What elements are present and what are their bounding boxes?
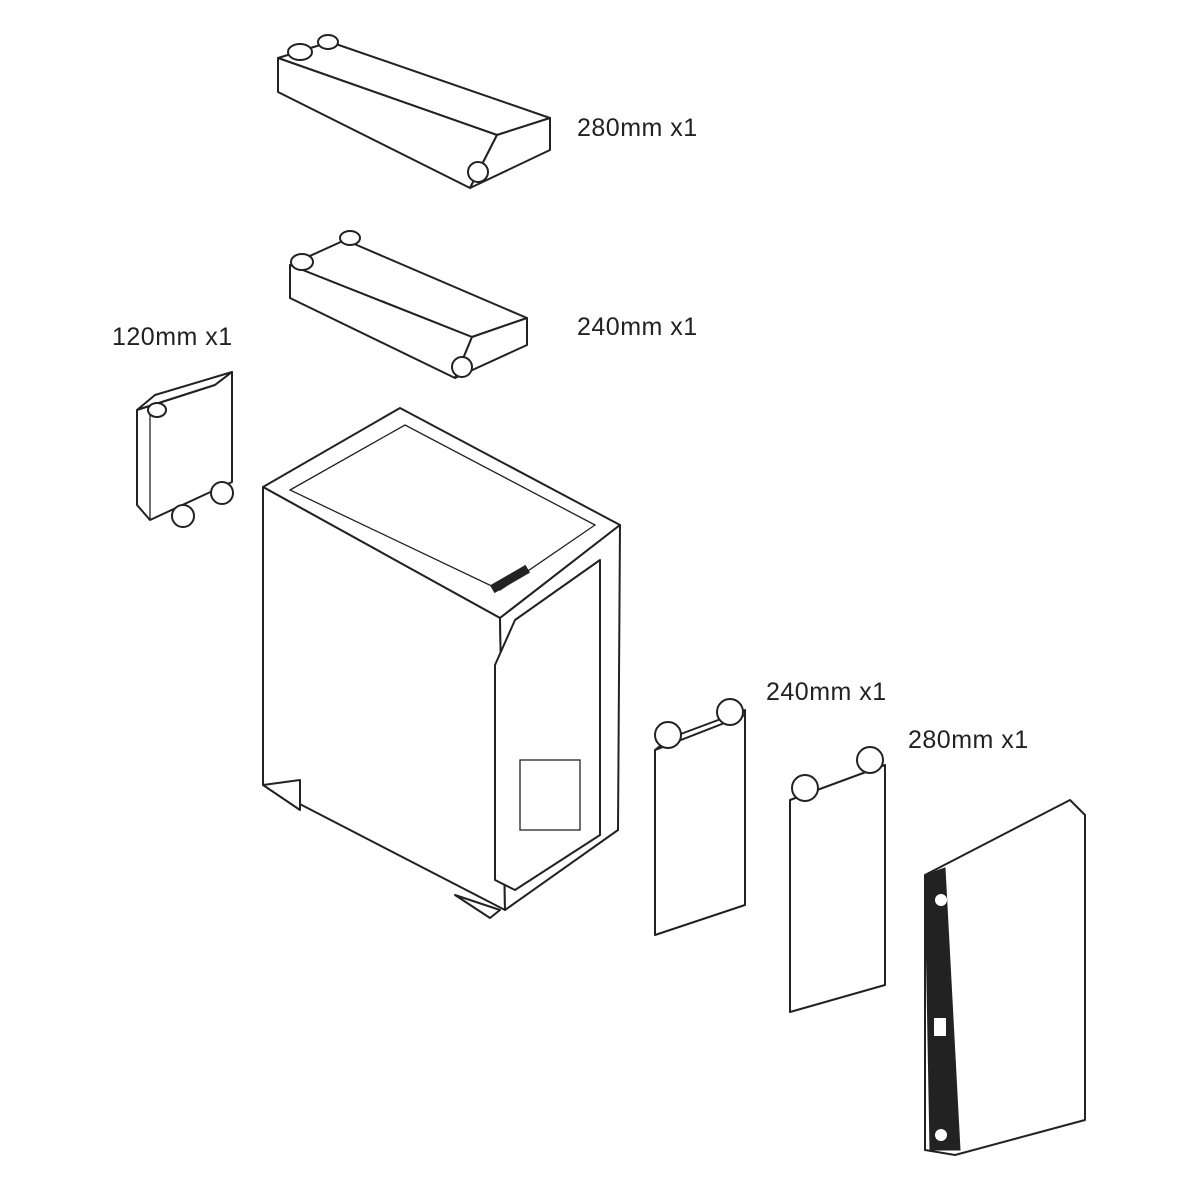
radiator-rear-120 [136, 371, 234, 528]
label-top-280: 280mm x1 [577, 114, 698, 142]
radiator-front-240 [654, 698, 746, 936]
radiator-front-280 [789, 746, 886, 1013]
radiator-top-240 [289, 230, 528, 379]
radiator-top-280 [277, 34, 551, 189]
label-top-240: 240mm x1 [577, 313, 698, 341]
pc-case [262, 407, 621, 919]
label-rear-120: 120mm x1 [112, 323, 233, 351]
front-panel [924, 799, 1086, 1156]
label-front-280: 280mm x1 [908, 726, 1029, 754]
label-front-240: 240mm x1 [766, 678, 887, 706]
